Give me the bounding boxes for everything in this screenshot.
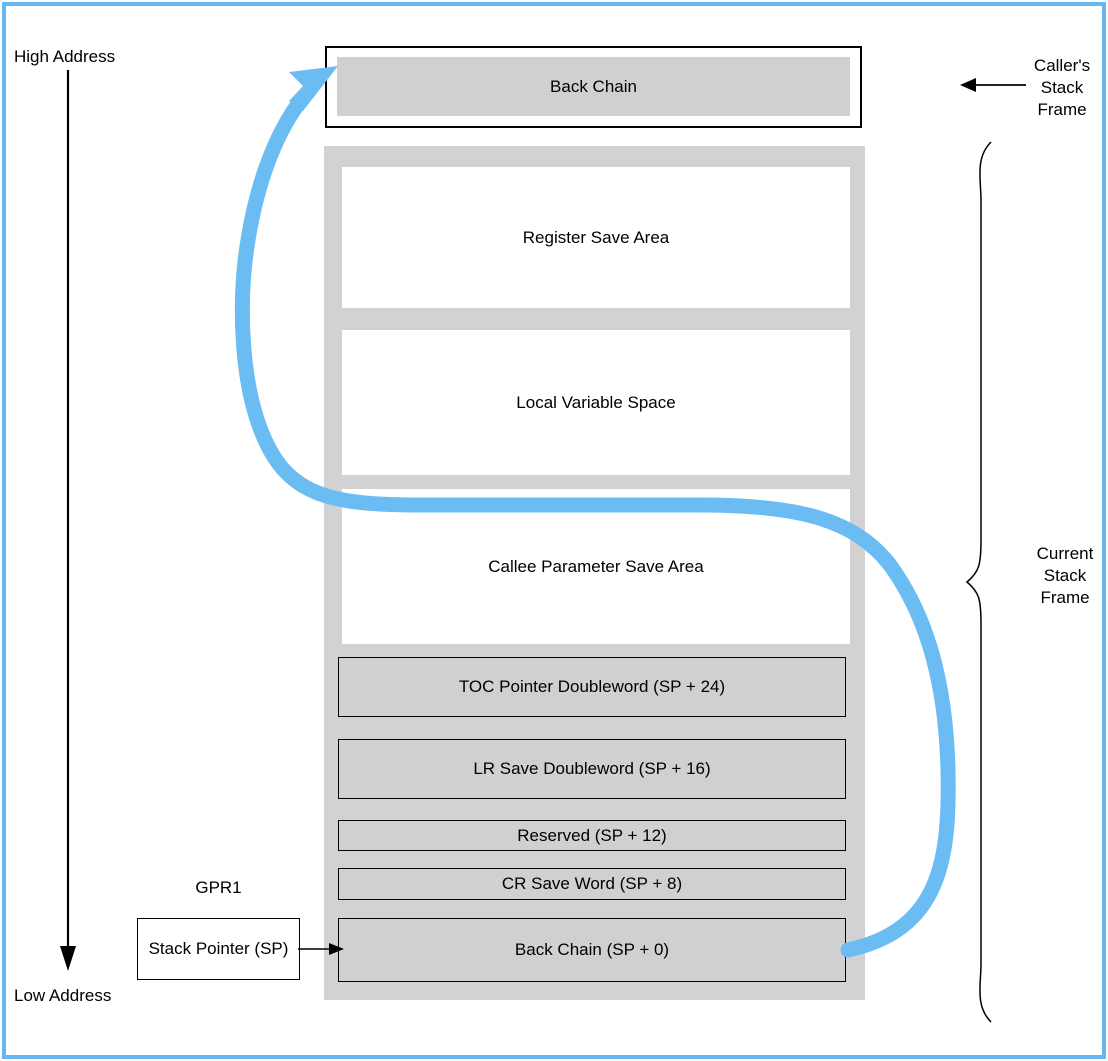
high-address-label: High Address [14, 47, 116, 66]
gpr1-label: GPR1 [195, 878, 242, 897]
current-label-line-3: Frame [1040, 588, 1090, 608]
slot-register-save-area: Register Save Area [342, 167, 850, 308]
stack-pointer-box: Stack Pointer (SP) [137, 918, 300, 980]
address-direction-arrow [60, 70, 76, 971]
stack-pointer-arrow [298, 943, 344, 955]
current-stack-frame-brace [965, 141, 992, 1023]
slot-local-variable-space: Local Variable Space [342, 330, 850, 475]
current-label-line-1: Current [1036, 544, 1094, 563]
slot-toc-pointer-doubleword: TOC Pointer Doubleword (SP + 24) [338, 657, 846, 717]
callers-label-line-1: Caller's [1033, 56, 1091, 75]
callers-stack-frame-label: Caller's Stack Frame [1022, 55, 1102, 121]
low-address-label: Low Address [14, 986, 112, 1005]
callers-label-line-3: Frame [1037, 100, 1087, 120]
slot-cr-save-word: CR Save Word (SP + 8) [338, 868, 846, 900]
slot-caller-back-chain: Back Chain [337, 57, 850, 116]
current-label-line-2: Stack [1043, 566, 1087, 586]
slot-back-chain-sp0: Back Chain (SP + 0) [338, 918, 846, 982]
slot-callee-parameter-save-area: Callee Parameter Save Area [342, 489, 850, 644]
callers-frame-pointer-arrow [960, 78, 1026, 92]
slot-reserved: Reserved (SP + 12) [338, 820, 846, 851]
callers-label-line-2: Stack [1040, 78, 1084, 98]
current-stack-frame-label: Current Stack Frame [1022, 543, 1108, 609]
slot-lr-save-doubleword: LR Save Doubleword (SP + 16) [338, 739, 846, 799]
